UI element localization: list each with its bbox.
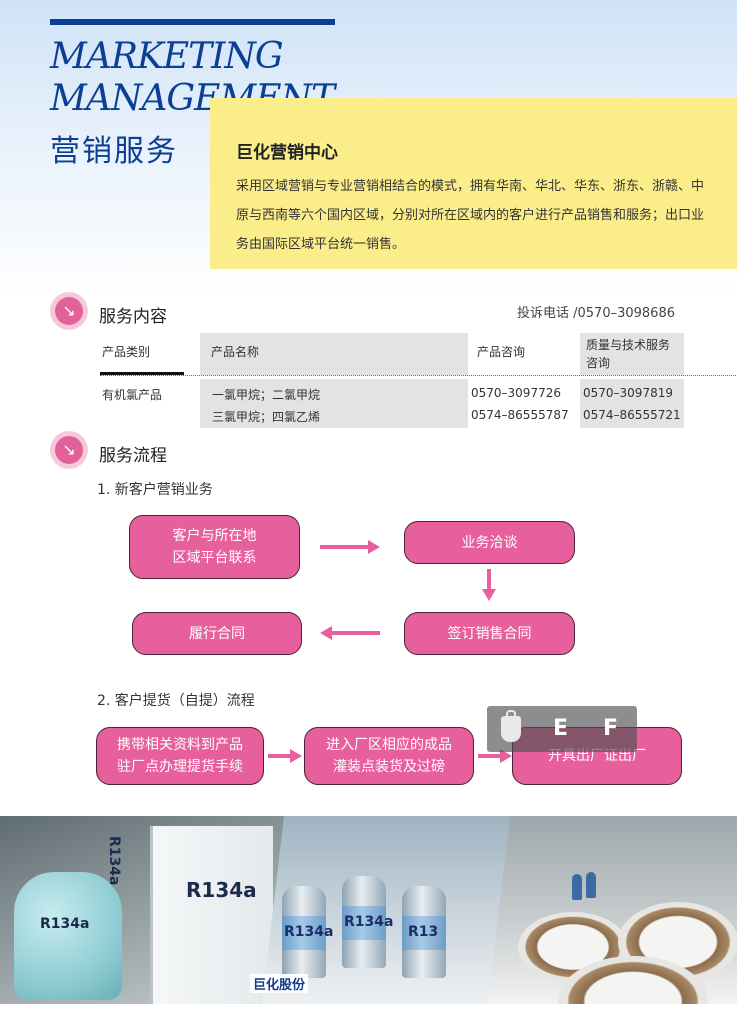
table-cell-category: 有机氯产品 (102, 388, 163, 402)
worker-figure (586, 872, 596, 898)
can-band (402, 916, 446, 950)
brand-label: 巨化股份 (250, 974, 309, 993)
worker-figure (572, 874, 582, 900)
can-label: R13 (408, 924, 439, 940)
table-cell-bg (200, 379, 468, 428)
table-cell-bg (580, 379, 684, 428)
flow-box-pickup-procedure: 携带相关资料到产品 驻厂点办理提货手续 (96, 727, 264, 785)
photo-factory-rolls (488, 816, 737, 1004)
table-dotted-divider (100, 375, 736, 376)
overlay-letter-f[interactable]: F (603, 716, 619, 741)
table-cell-consult: 0574–86555787 (471, 408, 569, 422)
table-cell-name: 三氯甲烷；四氯乙烯 (212, 410, 321, 424)
table-cell-name: 一氯甲烷；二氯甲烷 (212, 388, 321, 402)
complaint-hotline: 投诉电话 /0570–3098686 (517, 306, 675, 321)
overlay-letter-e[interactable]: E (553, 716, 569, 741)
lock-icon[interactable] (501, 710, 521, 742)
step2-title: 2. 客户提货（自提）流程 (97, 693, 255, 709)
can-band (282, 916, 326, 950)
refrigerant-cylinder-image (14, 872, 122, 1000)
table-cell-quality: 0574–86555721 (583, 408, 681, 422)
arrow-left-icon (320, 626, 380, 640)
english-title-line1: MARKETING (50, 36, 284, 77)
marketing-center-title: 巨化营销中心 (236, 143, 338, 163)
can-label: R134a (344, 914, 394, 930)
photo-refrigerant-cans: R134a R134a R13 (262, 816, 512, 1004)
box-label: R134a (186, 878, 257, 902)
flow-box-contact-platform: 客户与所在地 区域平台联系 (129, 515, 300, 579)
tank-label: R134a (40, 916, 90, 932)
service-flow-title: 服务流程 (99, 446, 167, 466)
step1-title: 1. 新客户营销业务 (97, 482, 213, 498)
section-arrow-icon: ↘ (50, 431, 88, 469)
arrow-right-icon (268, 749, 302, 763)
table-header-category: 产品类别 (102, 345, 151, 359)
table-cell-consult: 0570–3097726 (471, 386, 561, 400)
table-header-consult: 产品咨询 (477, 345, 526, 359)
box-side-label: R134a (106, 836, 122, 886)
table-header-underline (100, 372, 184, 375)
photo-refrigerant-tank: R134a R134a R134a (0, 816, 285, 1004)
flow-box-negotiation: 业务洽谈 (404, 521, 575, 564)
marketing-center-description: 采用区域营销与专业营销相结合的模式，拥有华南、华北、华东、浙东、浙赣、中原与西南… (236, 179, 705, 252)
arrow-right-icon (478, 749, 512, 763)
flow-box-loading-weighing: 进入厂区相应的成品 灌装点装货及过磅 (304, 727, 474, 785)
floating-toolbar-overlay[interactable]: E F (487, 706, 637, 752)
product-photo-strip: R134a R134a R134a R134a R134a R13 巨化股份 (0, 816, 737, 1004)
table-header-cell-bg (200, 333, 468, 375)
table-cell-quality: 0570–3097819 (583, 386, 673, 400)
table-header-name: 产品名称 (211, 345, 260, 359)
table-header-quality: 质量与技术服务咨询 (586, 338, 671, 370)
chinese-title: 营销服务 (50, 134, 178, 169)
can-band (342, 906, 386, 940)
marketing-center-panel (210, 98, 737, 269)
section-arrow-icon: ↘ (50, 292, 88, 330)
table-header-cell-bg (580, 333, 684, 375)
top-accent-bar (50, 19, 335, 25)
arrow-down-icon (482, 569, 496, 601)
can-label: R134a (284, 924, 334, 940)
arrow-right-icon (320, 540, 380, 554)
flow-box-fulfill-contract: 履行合同 (132, 612, 302, 655)
flow-box-sign-contract: 签订销售合同 (404, 612, 575, 655)
service-content-title: 服务内容 (99, 307, 167, 327)
